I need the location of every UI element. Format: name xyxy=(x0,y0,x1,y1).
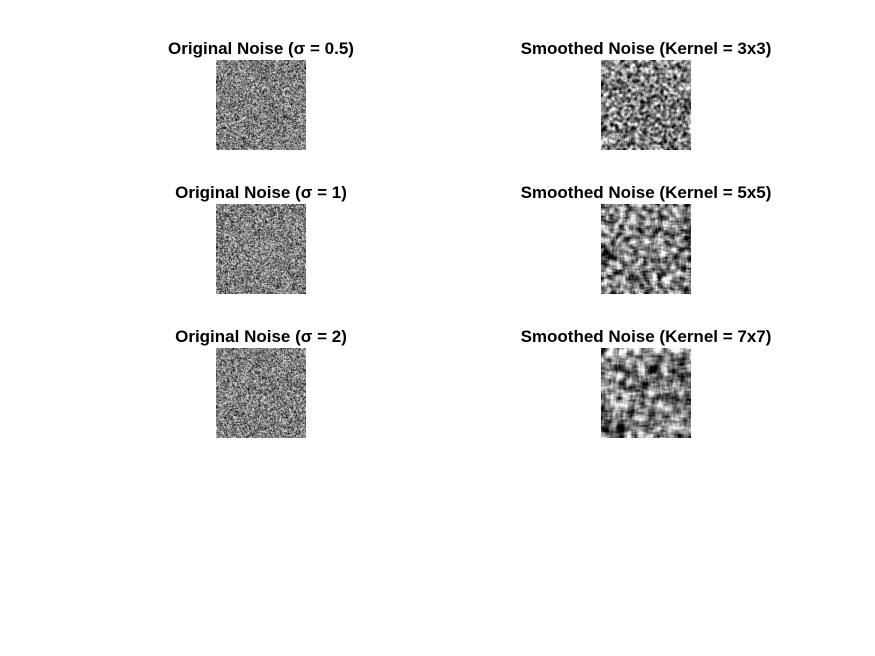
panel-title: Original Noise (σ = 2) xyxy=(175,327,347,346)
noise-image xyxy=(216,348,306,438)
panel-title: Smoothed Noise (Kernel = 7x7) xyxy=(520,327,772,346)
panel-title: Smoothed Noise (Kernel = 3x3) xyxy=(520,39,772,58)
panel-title: Smoothed Noise (Kernel = 5x5) xyxy=(520,183,772,202)
noise-image xyxy=(601,348,691,438)
panel-original-sigma-0-5: Original Noise (σ = 0.5) xyxy=(131,38,391,150)
noise-image xyxy=(601,60,691,150)
panel-smoothed-kernel-3x3: Smoothed Noise (Kernel = 3x3) xyxy=(516,38,776,150)
noise-image xyxy=(216,204,306,294)
panel-original-sigma-2: Original Noise (σ = 2) xyxy=(131,326,391,438)
noise-image xyxy=(601,204,691,294)
panel-title: Original Noise (σ = 0.5) xyxy=(168,39,354,58)
panel-title: Original Noise (σ = 1) xyxy=(175,183,347,202)
panel-smoothed-kernel-7x7: Smoothed Noise (Kernel = 7x7) xyxy=(516,326,776,438)
panel-smoothed-kernel-5x5: Smoothed Noise (Kernel = 5x5) xyxy=(516,182,776,294)
panel-original-sigma-1: Original Noise (σ = 1) xyxy=(131,182,391,294)
noise-image xyxy=(216,60,306,150)
